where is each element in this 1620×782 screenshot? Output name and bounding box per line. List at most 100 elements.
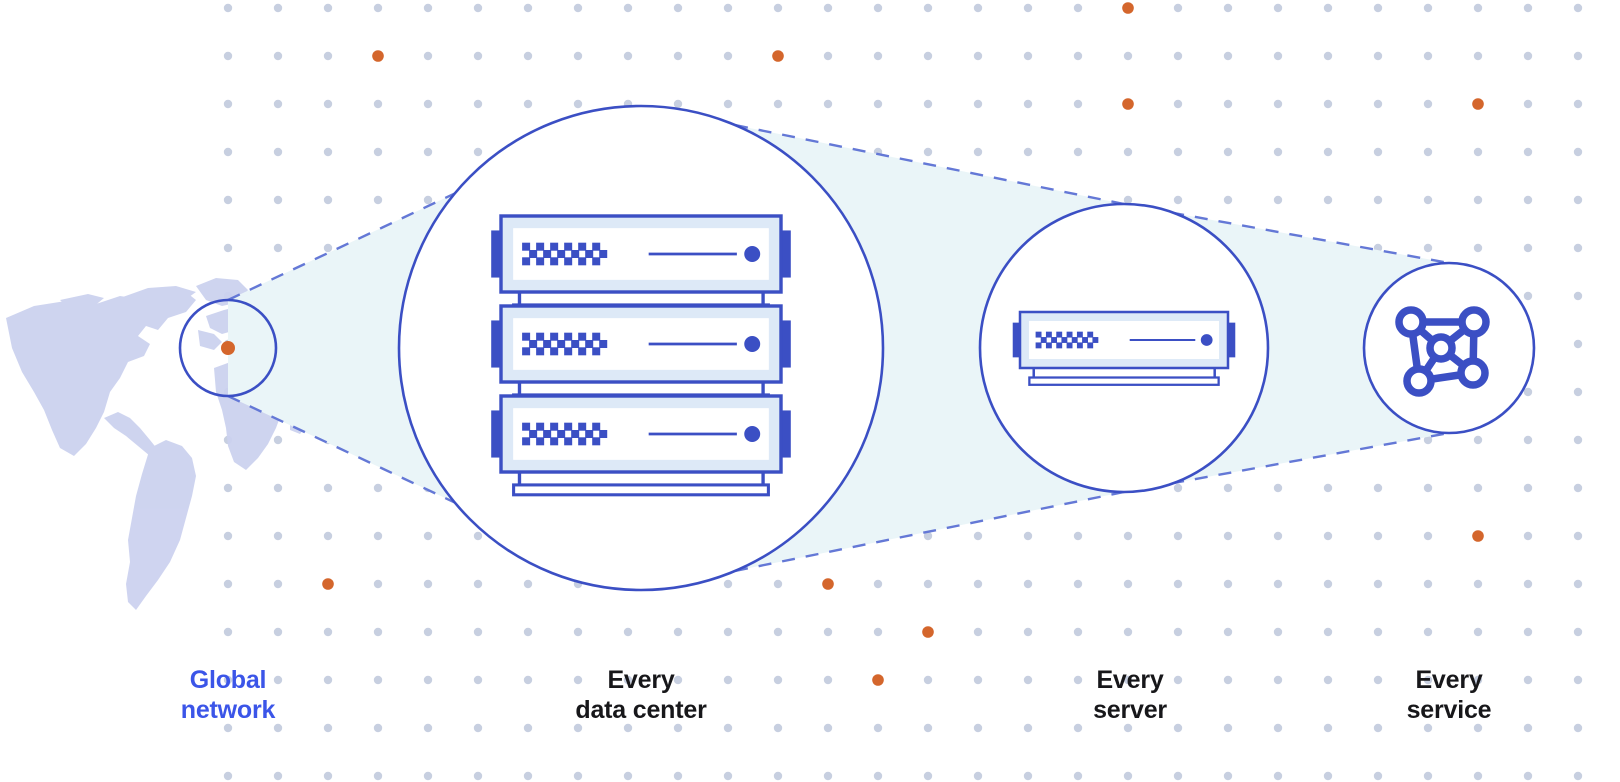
server-unit-vent-cell [1035, 331, 1042, 338]
network-node-0 [1395, 306, 1427, 338]
grid-dot [873, 579, 883, 589]
grid-dot [923, 579, 933, 589]
grid-dot [1023, 99, 1033, 109]
grid-dot-accent [372, 50, 384, 62]
grid-dot [523, 51, 533, 61]
server-unit-vent-cell [1082, 337, 1088, 343]
grid-dot [523, 579, 533, 589]
grid-dot [273, 483, 283, 493]
grid-dot [323, 771, 333, 781]
grid-dot [673, 3, 683, 13]
grid-dot [373, 147, 383, 157]
grid-dot [273, 675, 283, 685]
grid-dot [1173, 531, 1183, 541]
grid-dot [523, 627, 533, 637]
rack-unit-3-vent-cell [592, 422, 601, 431]
grid-dot [473, 99, 483, 109]
rack-unit-3-vent-cell [529, 429, 538, 439]
grid-dot [873, 723, 883, 733]
grid-dot [1173, 147, 1183, 157]
grid-dot [1573, 387, 1583, 397]
grid-dot [823, 771, 833, 781]
grid-dot [723, 723, 733, 733]
grid-dot [773, 627, 783, 637]
grid-dot [423, 675, 433, 685]
rack-unit-3-vent-cell [578, 422, 587, 431]
rack-unit-2-vent-cell [522, 332, 531, 341]
funnel-dashed-outline [227, 104, 1450, 592]
rack-unit-2-vent-cell [571, 339, 580, 349]
rack-unit-3-vent-cell [536, 437, 545, 446]
grid-dot [1573, 243, 1583, 253]
grid-dot [1573, 483, 1583, 493]
grid-dot [473, 675, 483, 685]
grid-dot [573, 51, 583, 61]
grid-dot [523, 723, 533, 733]
grid-dot [1273, 51, 1283, 61]
grid-dot [273, 3, 283, 13]
grid-dot [673, 771, 683, 781]
grid-dot [1223, 483, 1233, 493]
grid-dot [523, 3, 533, 13]
grid-dot [423, 627, 433, 637]
grid-dot [423, 147, 433, 157]
server-unit-vent-cell [1071, 337, 1078, 343]
rack-unit-3-vent-cell [522, 422, 531, 431]
grid-dot [1173, 51, 1183, 61]
grid-dot [1573, 51, 1583, 61]
grid-dot [923, 99, 933, 109]
rack-unit-3 [491, 394, 791, 497]
grid-dot [273, 435, 283, 445]
grid-dot [373, 675, 383, 685]
grid-dot [473, 771, 483, 781]
grid-dot [773, 3, 783, 13]
grid-dot [1423, 483, 1433, 493]
network-node-1 [1458, 306, 1490, 338]
stage-circle-global-network [178, 298, 278, 398]
grid-dot-accent [822, 578, 834, 590]
stage-label-global-network: Global network [180, 666, 276, 724]
grid-dot [223, 579, 233, 589]
grid-dot [1523, 243, 1533, 253]
grid-dot [1123, 723, 1133, 733]
rack-unit-2-vent-cell [522, 347, 531, 356]
grid-dot [373, 99, 383, 109]
grid-dot [1423, 99, 1433, 109]
grid-dot [823, 627, 833, 637]
grid-dot [423, 195, 433, 205]
grid-dot [223, 627, 233, 637]
grid-dot [323, 675, 333, 685]
map-location-marker [221, 341, 235, 355]
grid-dot [1473, 579, 1483, 589]
rack-unit-1-vent-cell [550, 257, 559, 266]
grid-dot [423, 99, 433, 109]
grid-dot [1523, 483, 1533, 493]
grid-dot [1023, 147, 1033, 157]
grid-dot [373, 579, 383, 589]
grid-dot [1023, 627, 1033, 637]
grid-dot [1573, 627, 1583, 637]
grid-dot [723, 579, 733, 589]
grid-dot [223, 483, 233, 493]
grid-dot [1573, 531, 1583, 541]
rack-unit-2-vent-cell [536, 332, 545, 341]
grid-dot [1323, 51, 1333, 61]
server-unit-vent-cell [1066, 342, 1073, 349]
grid-dot [1223, 627, 1233, 637]
grid-dot [623, 627, 633, 637]
grid-dot [323, 531, 333, 541]
grid-dot-accent [1122, 98, 1134, 110]
grid-dot [1423, 51, 1433, 61]
rack-unit-1-leg-left [517, 292, 522, 305]
server-unit-vent-cell [1056, 342, 1063, 349]
grid-dot [1523, 435, 1533, 445]
grid-dot [1573, 147, 1583, 157]
grid-dot [323, 483, 333, 493]
rack-unit-3-vent-cell [599, 429, 608, 439]
grid-dot [223, 195, 233, 205]
grid-dot [1223, 51, 1233, 61]
grid-dot [1573, 675, 1583, 685]
rack-unit-1-vent-cell [522, 242, 531, 251]
grid-dot [1523, 51, 1533, 61]
grid-dot [423, 579, 433, 589]
